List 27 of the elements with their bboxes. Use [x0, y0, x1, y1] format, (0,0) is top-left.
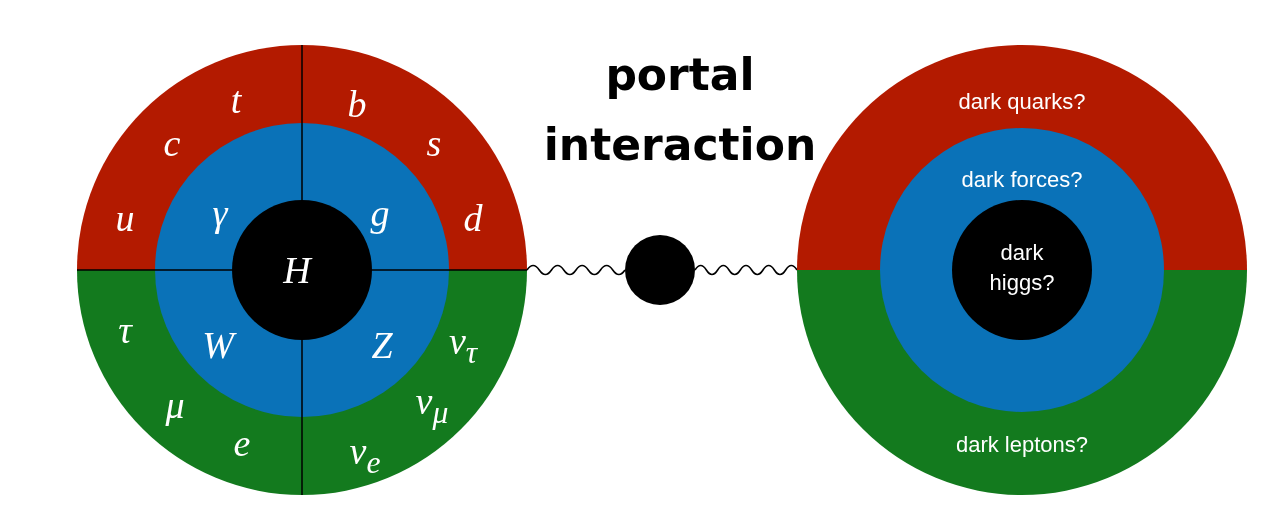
- sector-label: dark forces?: [961, 167, 1083, 193]
- heading-label: portal interaction: [542, 48, 818, 172]
- wavy-line: [694, 264, 798, 276]
- particle-symbol: Z: [371, 323, 393, 367]
- particle-symbol: τ: [118, 308, 132, 352]
- sector-label: dark leptons?: [955, 432, 1089, 458]
- particle-symbol: H: [283, 248, 311, 292]
- particle-symbol: ν$_{μ}$: [415, 379, 449, 431]
- particle-symbol: u: [115, 196, 135, 240]
- dark-higgs-circle: [952, 200, 1092, 340]
- sector-label: dark higgs?: [988, 239, 1056, 297]
- particle-symbol: b: [347, 82, 367, 126]
- portal-dot: [625, 235, 695, 305]
- dark-force-circle: [880, 128, 1164, 412]
- particle-symbol: d: [463, 196, 483, 240]
- sector-label: dark quarks?: [958, 89, 1086, 115]
- particle-symbol: g: [370, 191, 390, 235]
- particle-symbol: ν$_{τ}$: [448, 319, 478, 371]
- particle-disc: [77, 45, 527, 495]
- particle-symbol: e: [233, 421, 251, 465]
- particle-symbol: γ: [212, 191, 228, 235]
- particle-symbol: ν$_{e}$: [349, 429, 381, 481]
- particle-symbol: c: [163, 121, 181, 165]
- particle-symbol: s: [426, 121, 442, 165]
- particle-symbol: t: [230, 78, 242, 122]
- wavy-line: [526, 264, 626, 276]
- particle-symbol: μ: [165, 383, 185, 427]
